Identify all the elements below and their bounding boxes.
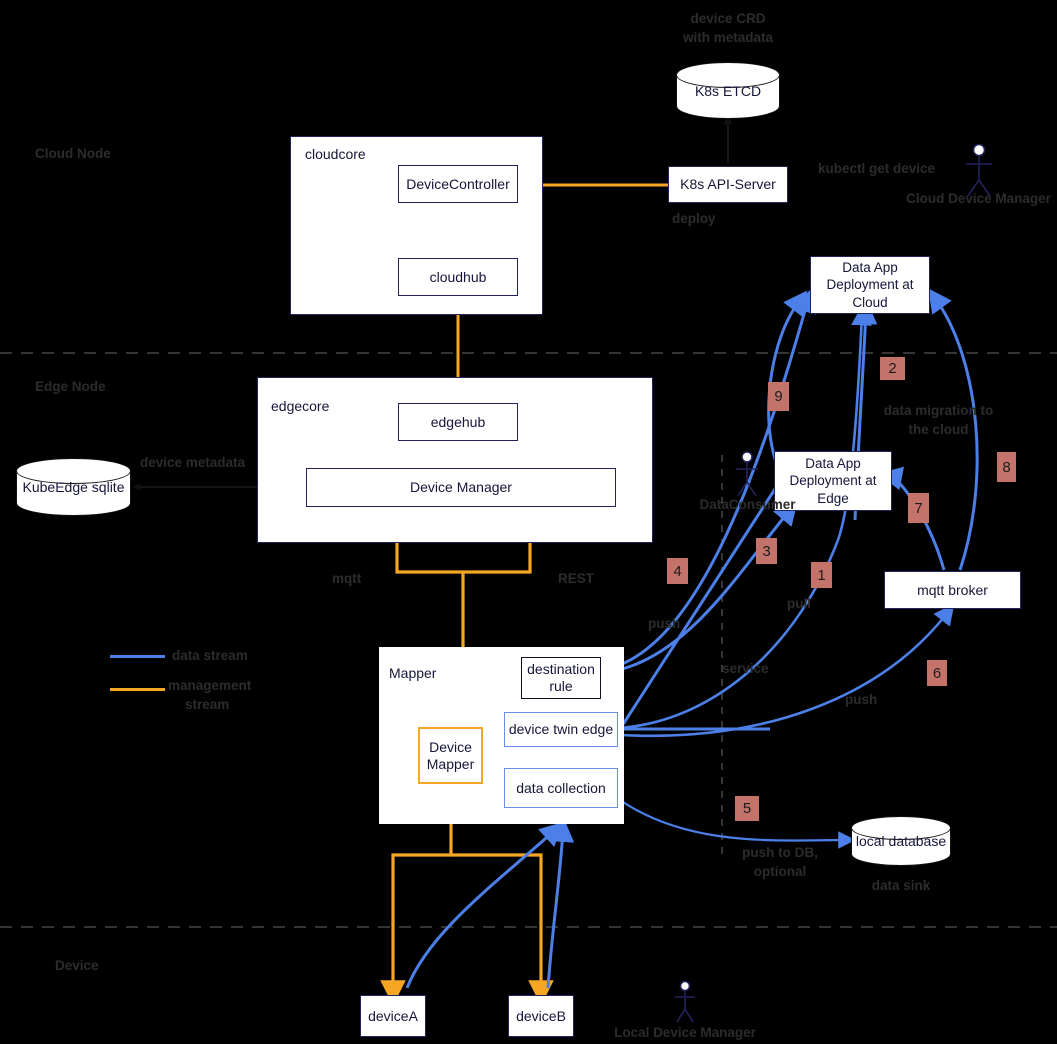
node-device-b[interactable]: deviceB xyxy=(508,995,574,1037)
legend-swatch-data-stream xyxy=(110,655,165,658)
node-device-controller[interactable]: DeviceController xyxy=(398,165,518,203)
actor-label-data-consumer: DataConsumer xyxy=(699,497,796,512)
step-badge-8: 8 xyxy=(997,452,1016,482)
step-badge-5: 5 xyxy=(735,796,759,821)
node-edgehub[interactable]: edgehub xyxy=(398,403,518,441)
node-local-database-label: local database xyxy=(855,833,947,849)
step-badge-7: 7 xyxy=(908,493,929,523)
node-data-app-cloud-label: Data App Deployment at Cloud xyxy=(826,259,914,310)
annotation-deploy: deploy xyxy=(672,211,716,226)
step-badge-3: 3 xyxy=(756,538,777,564)
annotation-push-right: push xyxy=(845,692,878,707)
node-k8s-etcd[interactable]: K8s ETCD xyxy=(676,62,780,119)
annotation-data-sink: data sink xyxy=(871,878,931,893)
annotation-device-crd-line1: device CRD xyxy=(690,11,766,26)
edge-mqttbroker-dataappedge-7 xyxy=(878,466,946,571)
node-kubeedge-sqlite-label: KubeEdge sqlite xyxy=(22,479,125,495)
annotation-device-crd-line2: with metadata xyxy=(682,30,774,45)
step-badge-2: 2 xyxy=(880,357,905,380)
node-device-twin-edge[interactable]: device twin edge xyxy=(504,712,618,747)
step-badge-6: 6 xyxy=(927,660,947,686)
actor-data-consumer-icon xyxy=(736,451,758,497)
legend-label-management-stream-line2: stream xyxy=(185,697,230,712)
legend-label-data-stream: data stream xyxy=(172,648,248,663)
edge-devicemapper-deviceb xyxy=(451,853,554,1006)
node-kubeedge-sqlite[interactable]: KubeEdge sqlite xyxy=(16,458,131,516)
edge-datacollection-localdatabase-5 xyxy=(619,799,856,849)
edge-devicea-datacollection xyxy=(405,821,564,989)
annotation-service: service xyxy=(722,661,769,676)
actor-label-local-device-manager: Local Device Manager xyxy=(614,1025,756,1040)
edge-deviceb-datacollection xyxy=(546,818,575,989)
legend-swatch-management-stream xyxy=(110,688,165,691)
node-k8s-etcd-label: K8s ETCD xyxy=(694,83,762,99)
annotation-device-metadata: device metadata xyxy=(140,455,246,470)
edgecore-bus-region xyxy=(398,543,530,588)
legend-label-management-stream-line1: management xyxy=(168,678,252,693)
annotation-push-to-db-line2: optional xyxy=(753,864,807,879)
annotation-push-to-db-line1: push to DB, xyxy=(742,845,818,860)
node-local-database[interactable]: local database xyxy=(851,816,951,866)
node-data-collection[interactable]: data collection xyxy=(504,768,618,808)
node-mqtt-broker[interactable]: mqtt broker xyxy=(884,571,1021,609)
node-cloudhub[interactable]: cloudhub xyxy=(398,258,518,296)
node-data-app-edge[interactable]: Data App Deployment at Edge xyxy=(774,451,892,511)
zone-label-edge-node: Edge Node xyxy=(35,379,106,394)
node-destination-rule[interactable]: destination rule xyxy=(521,657,601,699)
node-device-manager[interactable]: Device Manager xyxy=(306,468,616,507)
group-label-edgecore: edgecore xyxy=(271,398,330,414)
node-device-mapper-label: Device Mapper xyxy=(426,739,475,772)
actor-cloud-device-manager-icon xyxy=(966,143,992,197)
group-label-cloudcore: cloudcore xyxy=(305,146,366,162)
node-data-app-edge-label: Data App Deployment at Edge xyxy=(789,455,877,506)
zone-label-cloud-node: Cloud Node xyxy=(35,146,111,161)
annotation-mqtt: mqtt xyxy=(332,571,362,586)
node-k8s-api-server[interactable]: K8s API-Server xyxy=(668,166,788,203)
step-badge-4: 4 xyxy=(667,558,688,584)
group-label-mapper: Mapper xyxy=(389,665,437,681)
actor-label-cloud-device-manager: Cloud Device Manager xyxy=(906,191,1051,206)
zone-label-device: Device xyxy=(55,958,99,973)
step-badge-9: 9 xyxy=(768,382,789,411)
annotation-data-migration-line2: the cloud xyxy=(908,422,969,437)
annotation-kubectl-get-device: kubectl get device xyxy=(818,161,936,176)
annotation-push-left: push xyxy=(648,616,681,631)
annotation-pull-left: pull xyxy=(787,596,811,611)
node-device-mapper[interactable]: Device Mapper xyxy=(418,727,483,784)
node-device-a[interactable]: deviceA xyxy=(360,995,426,1037)
annotation-data-migration-line1: data migration to xyxy=(883,403,994,418)
annotation-rest: REST xyxy=(558,571,595,586)
actor-local-device-manager-icon xyxy=(675,980,695,1023)
step-badge-1: 1 xyxy=(811,562,832,588)
node-data-app-cloud[interactable]: Data App Deployment at Cloud xyxy=(810,256,930,314)
